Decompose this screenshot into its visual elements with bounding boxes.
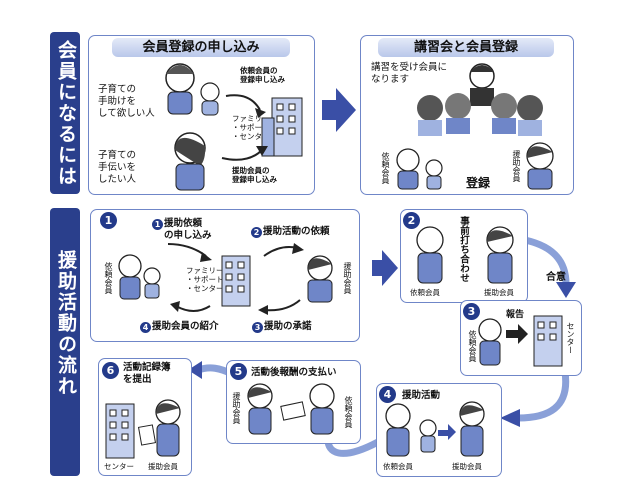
step5-title: 活動後報酬の支払い xyxy=(251,367,337,378)
person-icon xyxy=(165,63,220,116)
step1-center-label: ファミリー ・サポート ・センター xyxy=(186,266,224,293)
building-icon xyxy=(221,255,251,307)
step1-sub2-label: 援助活動の依頼 xyxy=(263,226,330,237)
step1-sub3-label: 援助の承諾 xyxy=(264,321,312,332)
panel-member-application-title: 会員登録の申し込み xyxy=(112,38,290,57)
building-icon xyxy=(261,97,303,157)
step3-number: 3 xyxy=(463,303,480,320)
curve-arrow-agreement xyxy=(524,236,570,285)
person-icon xyxy=(385,401,485,457)
person-icon xyxy=(118,254,161,300)
step5-number: 5 xyxy=(230,363,247,380)
step3-requester-label: 依頼会員 xyxy=(468,330,477,362)
step3-center-label: センター xyxy=(566,322,575,354)
lecturer-icon xyxy=(469,63,495,106)
step4-number: 4 xyxy=(379,386,396,403)
step6-title: 活動記録簿 を提出 xyxy=(123,362,171,385)
step1-sub3-number: 3 xyxy=(252,322,263,333)
report-arrow xyxy=(506,324,528,344)
building-icon xyxy=(105,403,135,459)
step3-report-label: 報告 xyxy=(506,310,525,320)
registered-helper-label: 援助会員 xyxy=(512,150,521,182)
step1-number: 1 xyxy=(100,212,117,229)
panel-training-registration-title: 講習会と会員登録 xyxy=(378,38,554,57)
right-arrow-step1 xyxy=(372,250,398,286)
requester-application-label: 依頼会員の 登録申し込み xyxy=(240,66,285,84)
record-book-icon xyxy=(137,424,157,446)
audience-icon xyxy=(417,93,543,136)
arrow-to-center-bottom xyxy=(221,149,263,161)
person-icon xyxy=(416,226,514,284)
step1-requester-label: 依頼会員 xyxy=(104,262,113,294)
step4-title: 援助活動 xyxy=(402,390,441,401)
person-icon xyxy=(307,255,333,303)
cycle-arrow-4 xyxy=(175,305,211,312)
step2-requester-label: 依頼会員 xyxy=(410,288,440,297)
step1-sub2-number: 2 xyxy=(251,227,262,238)
step1-helper-label: 援助会員 xyxy=(343,262,352,294)
handover-arrow xyxy=(438,424,456,440)
section1-band xyxy=(50,32,80,194)
step5-helper-label: 援助会員 xyxy=(232,392,241,424)
curve-arrow-step3-4 xyxy=(517,371,570,422)
step1-sub4-number: 4 xyxy=(140,322,151,333)
step2-label: 事前打ち合わせ xyxy=(458,216,469,283)
agreement-label: 合意 xyxy=(546,272,566,283)
step1-sub4-label: 援助会員の紹介 xyxy=(152,321,219,332)
helper-description: 子育ての 手伝いを したい人 xyxy=(98,150,137,185)
step1-sub1-number: 1 xyxy=(152,219,163,230)
training-intro: 講習を受け会員に なります xyxy=(371,62,448,85)
step4-helper-label: 援助会員 xyxy=(452,462,482,471)
registered-requester-label: 依頼会員 xyxy=(381,152,390,184)
step4-requester-label: 依頼会員 xyxy=(383,462,413,471)
person-icon xyxy=(155,399,181,457)
requester-description: 子育ての 手助けを して欲しい人 xyxy=(98,84,155,119)
section2-band xyxy=(50,208,80,476)
helper-application-label: 援助会員の 登録申し込み xyxy=(232,166,277,184)
step6-number: 6 xyxy=(102,362,119,379)
person-icon xyxy=(174,132,206,191)
step6-helper-label: 援助会員 xyxy=(148,462,178,471)
right-arrow-top xyxy=(322,88,356,132)
person-icon xyxy=(478,318,502,366)
center-label-top: ファミリー ・サポート ・センター xyxy=(232,114,270,141)
step1-sub1-label: 援助依頼 の申し込み xyxy=(164,218,212,241)
person-icon xyxy=(396,142,554,190)
step5-requester-label: 依頼会員 xyxy=(344,396,353,428)
registration-label: 登録 xyxy=(466,176,491,190)
section2-band-label: 援助活動の流れ xyxy=(55,250,77,397)
building-icon xyxy=(533,315,563,367)
step2-helper-label: 援助会員 xyxy=(484,288,514,297)
step6-center-label: センター xyxy=(104,462,134,471)
person-icon xyxy=(247,383,335,435)
arrow-to-center-top xyxy=(225,94,261,111)
payment-envelope-icon xyxy=(280,401,306,421)
panel-step5 xyxy=(226,360,361,444)
section1-band-label: 会員になるには xyxy=(55,40,77,187)
step2-number: 2 xyxy=(403,212,420,229)
